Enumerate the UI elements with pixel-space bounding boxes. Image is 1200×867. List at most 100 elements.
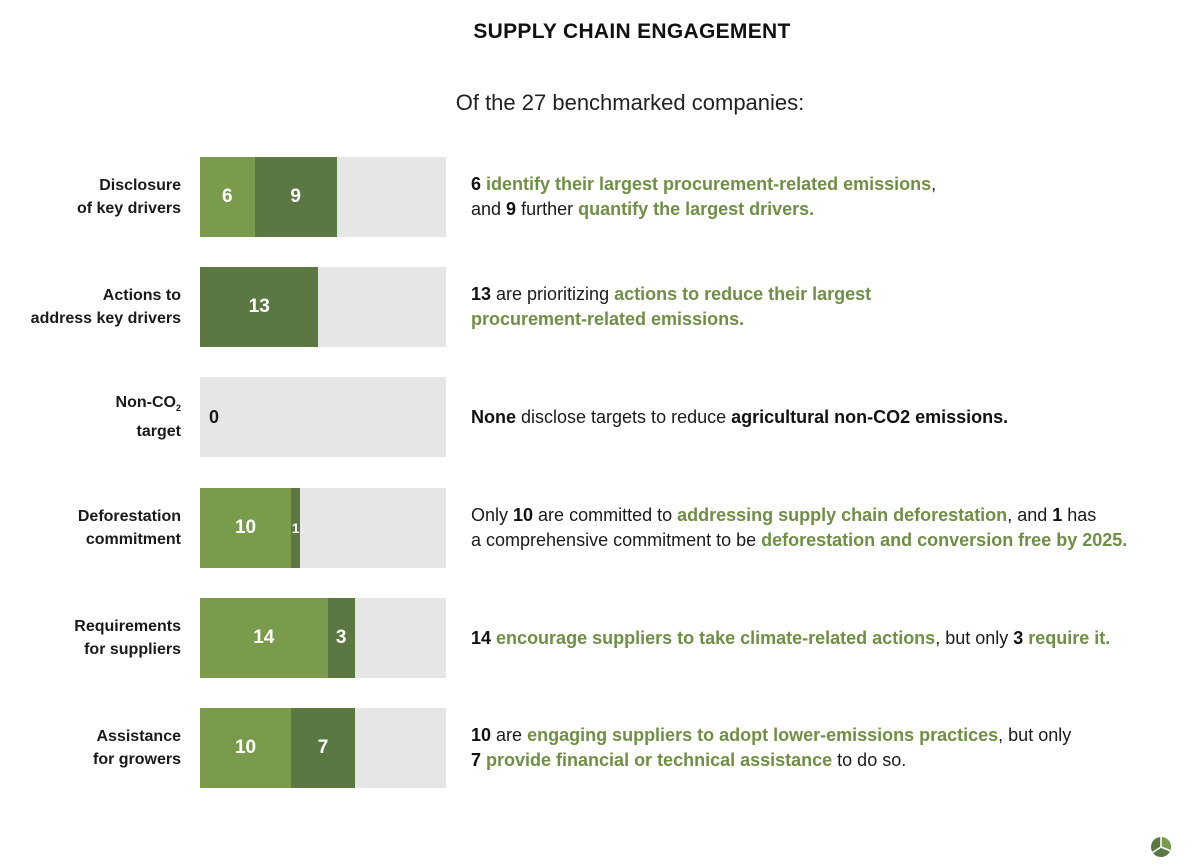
plain-text: are committed to xyxy=(533,505,678,525)
row-label-line: Non-CO2 xyxy=(116,391,181,420)
bar-value-label: 13 xyxy=(248,296,270,317)
description-line: and 9 further quantify the largest drive… xyxy=(471,197,1181,222)
row-label-text: Actions to xyxy=(102,287,181,304)
row-label-line: commitment xyxy=(86,528,181,551)
plain-text: Only xyxy=(471,505,514,525)
highlight-text: actions to reduce their largest xyxy=(614,284,872,304)
row-label-line: Disclosure xyxy=(99,174,181,197)
bar-segment-light: 10 xyxy=(200,488,292,568)
row-description: Only 10 are committed to addressing supp… xyxy=(471,488,1181,568)
bar-value-label: 3 xyxy=(335,627,347,648)
row-label-text: commitment xyxy=(85,531,181,548)
row-label: Actions to address key drivers xyxy=(0,267,181,347)
logo-icon xyxy=(1151,837,1171,857)
bold-text: 6 xyxy=(471,174,487,194)
bar-value-label: 6 xyxy=(222,186,233,207)
plain-text: , but only xyxy=(935,627,1014,648)
row-label: Deforestation commitment xyxy=(0,488,181,568)
page-title: SUPPLY CHAIN ENGAGEMENT xyxy=(473,20,791,43)
row-description: None disclose targets to reduce agricult… xyxy=(471,377,1181,457)
row-label-line: for suppliers xyxy=(84,638,181,661)
bar-track xyxy=(200,377,446,457)
row-deforestation-commitment: Deforestation commitment 10 1 Only 10 are co… xyxy=(0,488,1200,568)
bar-segment-dark: 9 xyxy=(254,157,337,237)
plain-text: has xyxy=(1062,505,1097,525)
plain-text: and xyxy=(471,199,507,219)
highlight-text: identify their largest procurement-relat… xyxy=(486,174,932,194)
highlight-text: deforestation and conversion free by 202… xyxy=(761,530,1128,550)
bold-text: 7 xyxy=(471,750,482,770)
highlight-text: provide financial or technical assistanc… xyxy=(486,750,833,770)
bar-segment-light: 14 xyxy=(200,598,328,678)
description-line: procurement-related emissions. xyxy=(471,307,1181,332)
bar-segment-light: 6 xyxy=(200,157,255,237)
bold-text: 13 xyxy=(471,284,492,304)
bar-value-label: 10 xyxy=(234,737,257,758)
row-label: Disclosure of key drivers xyxy=(0,157,181,237)
description-line: 6 identify their largest procurement-rel… xyxy=(471,172,1181,197)
bar-value-label: 0 xyxy=(209,406,220,427)
bold-text: 14 xyxy=(471,627,492,648)
bar-segment-dark: 13 xyxy=(200,267,319,347)
bar-value-label: 1 xyxy=(291,520,300,536)
row-label-text: address key drivers xyxy=(30,310,181,327)
bar-value-label: 7 xyxy=(317,737,329,758)
plain-text: , but only xyxy=(998,725,1072,745)
plain-text: are xyxy=(491,725,528,745)
row-label-subscript: 2 xyxy=(175,403,181,414)
row-description: 14 encourage suppliers to take climate-r… xyxy=(471,598,1181,678)
bar-track: 10 1 xyxy=(200,488,446,568)
description-line: 7 provide financial or technical assista… xyxy=(471,748,1181,773)
row-label-text: Deforestation xyxy=(77,508,181,525)
bar-track: 14 3 xyxy=(200,598,446,678)
row-label-text: Assistance xyxy=(96,728,182,745)
row-label-line: Requirements xyxy=(74,615,181,638)
row-label-text: target xyxy=(136,423,181,441)
row-label-line: Actions to xyxy=(103,284,181,307)
plain-text: further xyxy=(516,199,579,219)
row-label-text: for suppliers xyxy=(84,641,181,658)
plain-text: , xyxy=(931,174,937,194)
row-label-line: address key drivers xyxy=(31,307,181,330)
row-label: Non-CO2 target xyxy=(0,377,181,457)
bar-track: 13 xyxy=(200,267,446,347)
bar-value-label: 14 xyxy=(253,627,275,648)
bar-track: 10 7 xyxy=(200,708,446,788)
row-label: Requirements for suppliers xyxy=(0,598,181,678)
row-description: 10 are engaging suppliers to adopt lower… xyxy=(471,708,1181,788)
bold-text: 3 xyxy=(1013,627,1024,648)
row-label-text: of key drivers xyxy=(76,200,181,217)
row-description: 13 are prioritizing actions to reduce th… xyxy=(471,267,1181,347)
highlight-text: require it. xyxy=(1028,627,1111,648)
row-label-text: Disclosure xyxy=(99,177,181,194)
highlight-text: procurement-related emissions. xyxy=(471,309,745,329)
row-label-text: Requirements xyxy=(74,618,181,635)
highlight-text: addressing supply chain deforestation xyxy=(677,505,1008,525)
row-label-line: Deforestation xyxy=(78,505,181,528)
row-label-line: of key drivers xyxy=(77,197,181,220)
bold-text: 10 xyxy=(471,725,492,745)
description-line: 10 are engaging suppliers to adopt lower… xyxy=(471,723,1181,748)
highlight-text: quantify the largest drivers. xyxy=(578,199,815,219)
page-subtitle: Of the 27 benchmarked companies: xyxy=(455,90,805,115)
row-label-text: for growers xyxy=(92,751,181,768)
bar-value-label: 10 xyxy=(234,517,257,538)
bold-text: 10 xyxy=(513,505,534,525)
bar-segment-dark: 3 xyxy=(327,598,355,678)
row-label-text: Non-CO xyxy=(115,393,176,411)
bar-segment-dark: 7 xyxy=(291,708,355,788)
highlight-text: engaging suppliers to adopt lower-emissi… xyxy=(527,725,999,745)
description-line: Only 10 are committed to addressing supp… xyxy=(471,503,1181,528)
bold-text: agricultural non-CO2 emissions. xyxy=(731,406,1009,427)
row-description: 6 identify their largest procurement-rel… xyxy=(471,157,1181,237)
bold-text: 9 xyxy=(506,199,517,219)
plain-text: , and xyxy=(1007,505,1053,525)
description-line: 14 encourage suppliers to take climate-r… xyxy=(471,626,1181,651)
description-line: 13 are prioritizing actions to reduce th… xyxy=(471,282,1181,307)
plain-text: disclose targets to reduce xyxy=(516,406,732,427)
row-label-line: Assistance xyxy=(97,725,182,748)
bar-segment-dark: 1 xyxy=(291,488,301,568)
